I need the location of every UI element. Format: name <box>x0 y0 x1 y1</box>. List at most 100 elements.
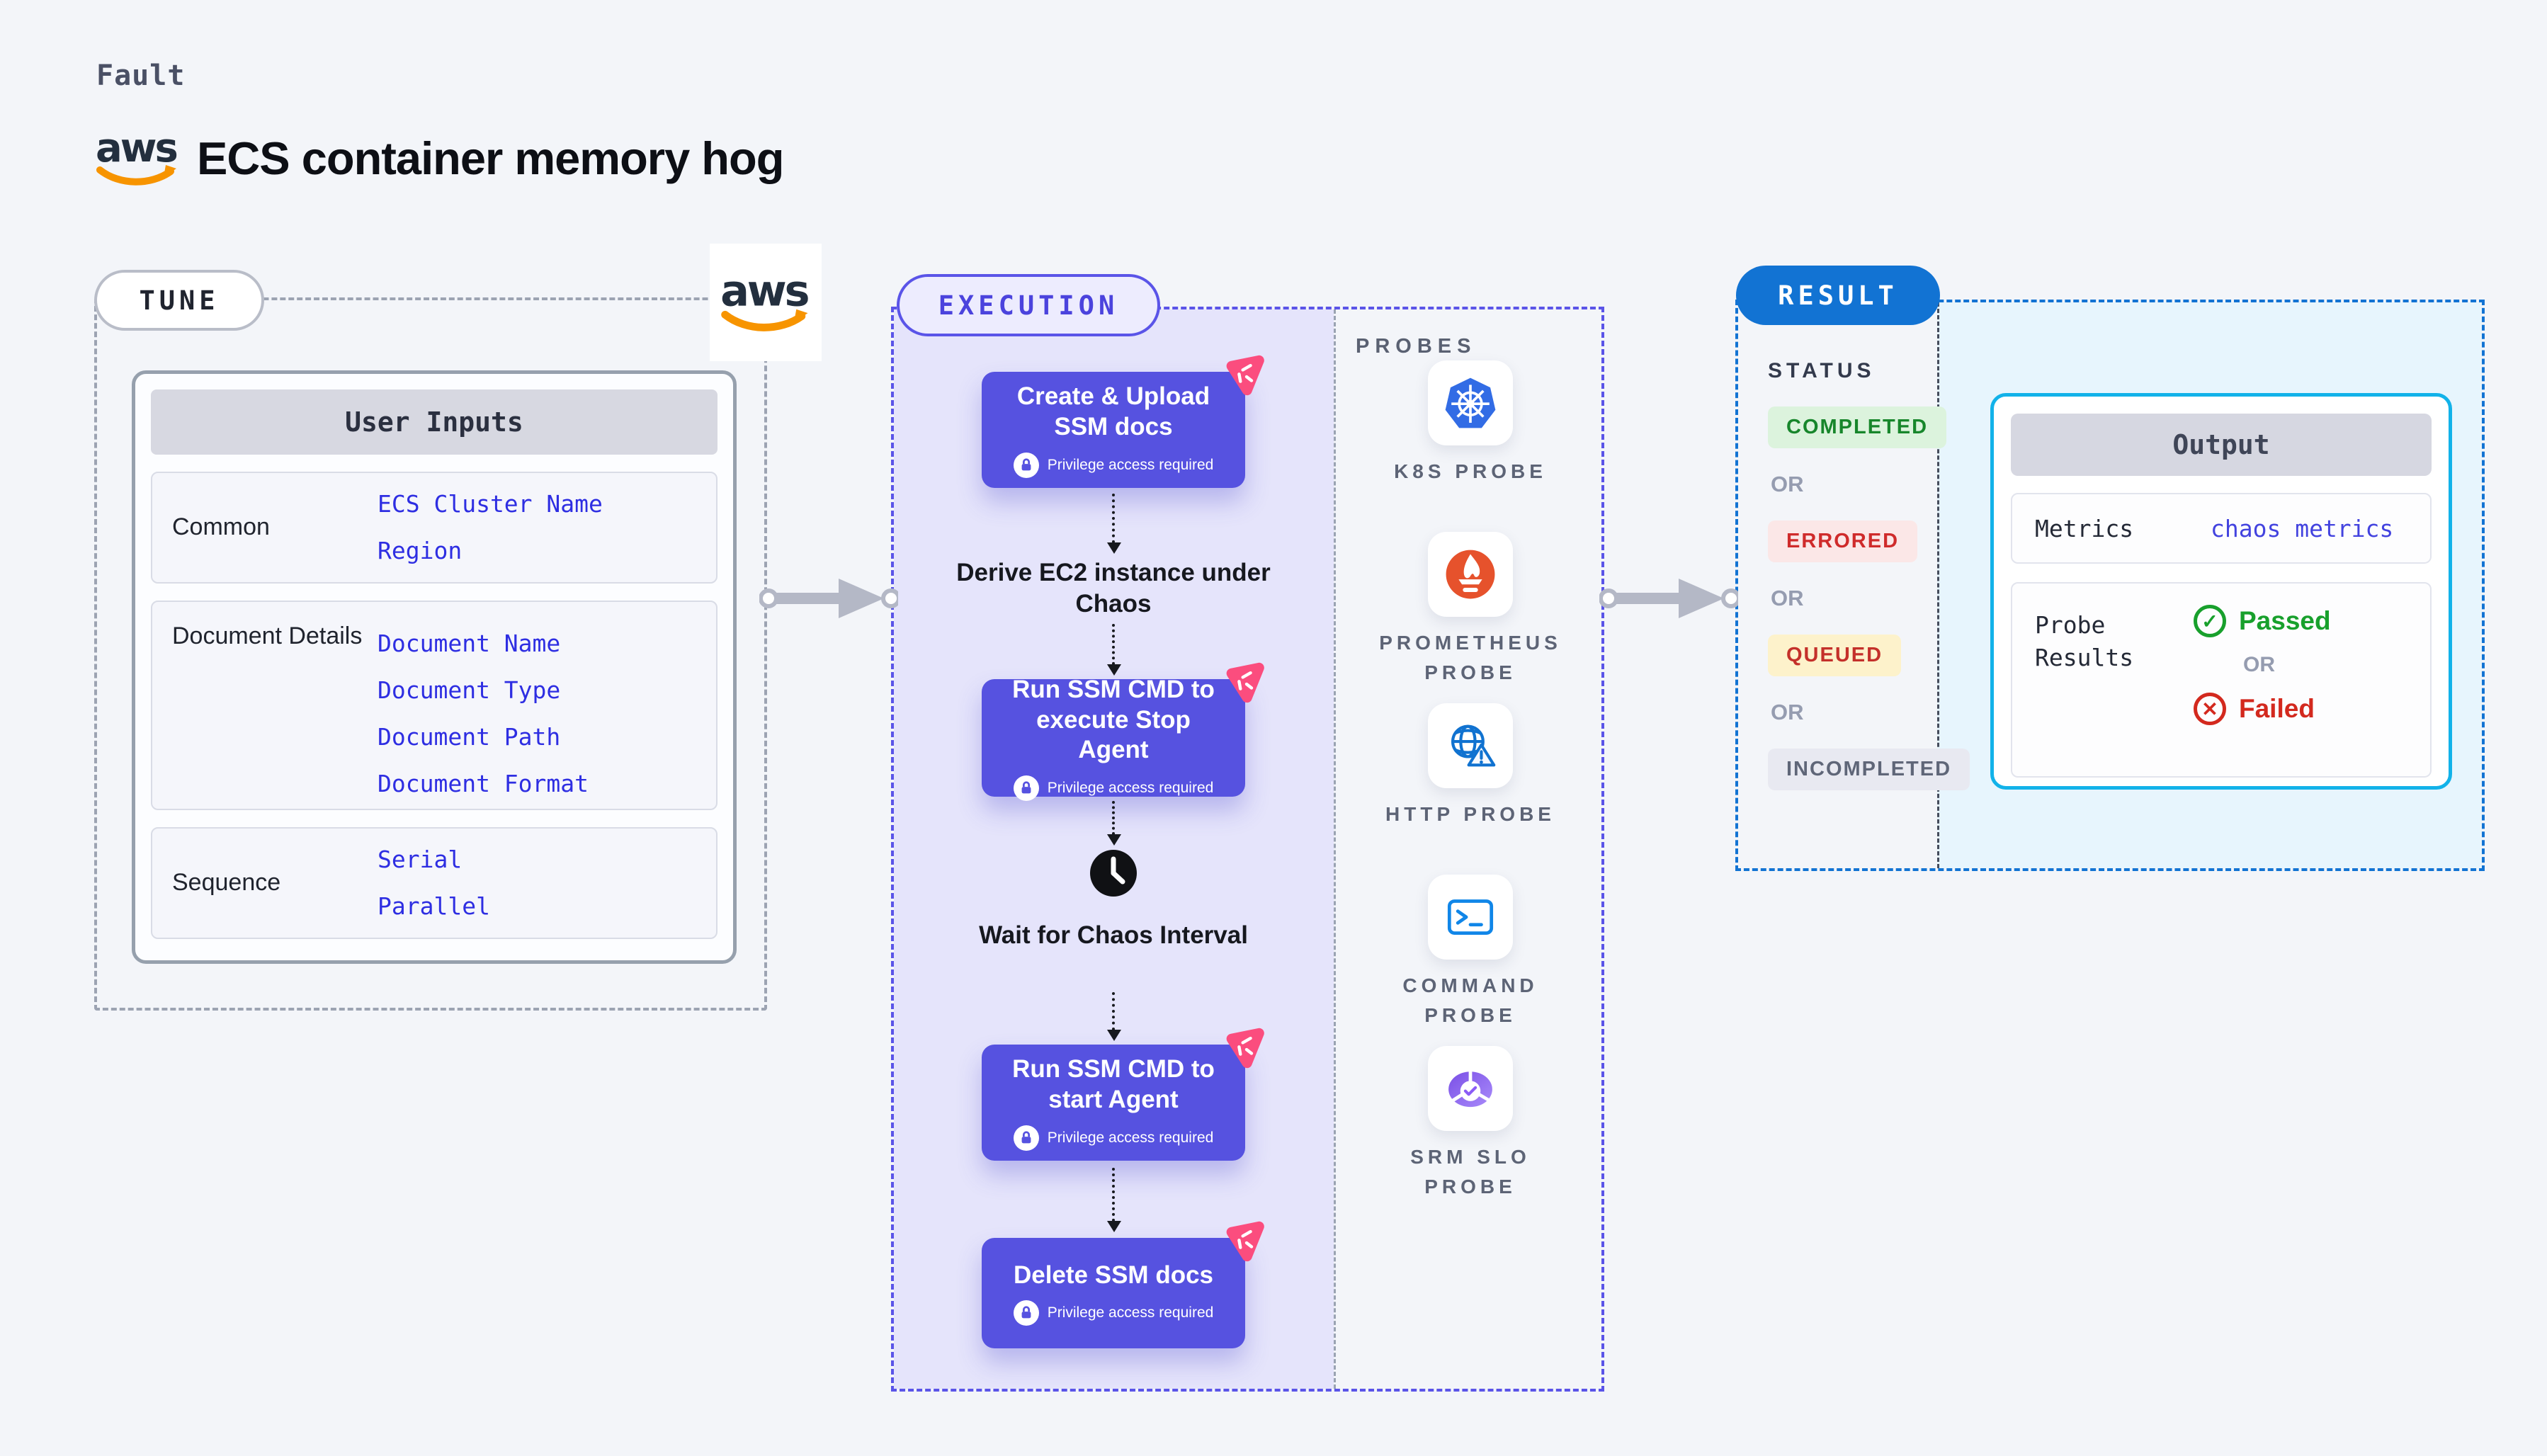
svg-text:aws: aws <box>96 125 177 171</box>
user-inputs-group-document-details: Document Details Document Name Document … <box>151 601 717 810</box>
metrics-label: Metrics <box>2035 514 2134 542</box>
command-terminal-icon <box>1447 899 1494 935</box>
flow-arrow-down <box>1107 1168 1121 1232</box>
probe-icon-card <box>1428 360 1513 445</box>
result-section: RESULT STATUS COMPLETED OR ERRORED OR QU… <box>1735 266 2485 871</box>
user-inputs-group-common: Common ECS Cluster Name Region <box>151 472 717 584</box>
status-badge-incompleted: INCOMPLETED <box>1768 749 1970 790</box>
probe-icon-card <box>1428 703 1513 788</box>
probes-lane-divider <box>1334 309 1336 1389</box>
probe-results-values: ✓ Passed OR ✕ Failed <box>2194 584 2331 776</box>
result-pill: RESULT <box>1736 266 1940 325</box>
privilege-badge-text: Privilege access required <box>1047 1129 1214 1146</box>
svg-text:aws: aws <box>720 266 808 316</box>
probe-prometheus: PROMETHEUS PROBE <box>1334 532 1607 688</box>
probe-http: HTTP PROBE <box>1334 703 1607 829</box>
aws-logo-patch: aws <box>710 244 822 361</box>
input-field: Parallel <box>378 892 490 920</box>
failed-label: Failed <box>2239 694 2315 723</box>
flow-arrow-down <box>1107 992 1121 1041</box>
input-field: Region <box>378 537 463 564</box>
passed-label: Passed <box>2239 606 2331 635</box>
chaos-pinwheel-icon <box>1226 662 1264 703</box>
probe-icon-card <box>1428 532 1513 617</box>
privilege-badge: Privilege access required <box>1013 1300 1214 1326</box>
execution-pill: EXECUTION <box>897 274 1160 336</box>
input-field: Document Name <box>378 630 561 657</box>
step-title: Run SSM CMD to execute Stop Agent <box>1012 675 1215 764</box>
passed-item: ✓ Passed <box>2194 605 2331 637</box>
chaos-pinwheel-icon <box>1226 355 1264 396</box>
x-circle-icon: ✕ <box>2194 693 2226 725</box>
probe-icon-card <box>1428 1046 1513 1131</box>
lock-icon <box>1013 1125 1039 1151</box>
aws-logo: aws <box>96 125 179 186</box>
probe-command: COMMAND PROBE <box>1334 875 1607 1030</box>
lock-icon <box>1013 775 1039 802</box>
probe-icon-card <box>1428 875 1513 960</box>
probe-label: HTTP PROBE <box>1385 803 1555 825</box>
page-title: ECS container memory hog <box>197 132 784 184</box>
probes-heading: PROBES <box>1356 335 1477 358</box>
fault-eyebrow: Fault <box>96 59 186 92</box>
output-header: Output <box>2011 414 2432 476</box>
step-run-ssm-cmd-start-agent: Run SSM CMD to start Agent Privilege acc… <box>982 1028 1264 1161</box>
probe-srm-slo: SRM SLO PROBE <box>1334 1046 1607 1202</box>
status-column: STATUS COMPLETED OR ERRORED OR QUEUED OR… <box>1768 359 1970 790</box>
step-title: Delete SSM docs <box>1013 1261 1214 1289</box>
status-badge-queued: QUEUED <box>1768 635 1902 676</box>
wait-chaos-interval-note: Wait for Chaos Interval <box>979 921 1248 949</box>
failed-item: ✕ Failed <box>2194 693 2331 725</box>
step-run-ssm-cmd-stop-agent: Run SSM CMD to execute Stop Agent Privil… <box>982 662 1264 802</box>
privilege-badge: Privilege access required <box>1013 452 1214 478</box>
step-title: Create & Upload SSM docs <box>1016 382 1210 440</box>
step-delete-ssm-docs: Delete SSM docs Privilege access require… <box>982 1221 1264 1348</box>
tune-to-execution-arrow <box>759 579 898 618</box>
clock-icon <box>1090 850 1137 897</box>
probe-results-label: Probe Results <box>2035 611 2134 672</box>
user-inputs-card: User Inputs Common ECS Cluster Name Regi… <box>132 370 737 964</box>
input-field: Document Format <box>378 770 589 797</box>
prometheus-icon <box>1446 550 1495 599</box>
privilege-badge-text: Privilege access required <box>1047 1304 1214 1321</box>
or-separator: OR <box>1771 472 1804 496</box>
lock-icon <box>1013 452 1039 478</box>
input-field: Document Path <box>378 723 561 751</box>
or-separator: OR <box>2243 653 2275 676</box>
srm-slo-gauge-icon <box>1448 1071 1492 1108</box>
privilege-badge-text: Privilege access required <box>1047 456 1214 473</box>
probe-label: COMMAND PROBE <box>1402 974 1538 1026</box>
or-separator: OR <box>1771 586 1804 610</box>
privilege-badge: Privilege access required <box>1013 1125 1214 1151</box>
status-output-divider <box>1937 302 1939 868</box>
probe-results-row: Probe Results ✓ Passed OR ✕ Failed <box>2011 582 2432 778</box>
tune-section-border <box>94 297 767 1011</box>
metrics-row: Metrics chaos metrics <box>2011 493 2432 564</box>
flow-arrow-down <box>1107 624 1121 676</box>
probe-label: SRM SLO PROBE <box>1410 1146 1531 1198</box>
output-card: Output Metrics chaos metrics Probe Resul… <box>1990 393 2452 790</box>
user-inputs-header: User Inputs <box>151 389 717 455</box>
http-globe-warning-icon <box>1451 724 1496 767</box>
input-field: Serial <box>378 846 463 873</box>
status-badge-errored: ERRORED <box>1768 521 1918 562</box>
privilege-badge: Privilege access required <box>1013 775 1213 802</box>
probe-label: PROMETHEUS PROBE <box>1379 632 1562 683</box>
input-field: Document Type <box>378 676 561 704</box>
group-values: Serial Parallel <box>378 836 490 930</box>
flow-arrow-down <box>1107 801 1121 846</box>
tune-pill: TUNE <box>94 270 264 331</box>
probe-label: K8S PROBE <box>1394 460 1547 482</box>
derive-ec2-note: Derive EC2 instance under Chaos <box>956 559 1271 618</box>
group-label: Document Details <box>172 622 363 649</box>
execution-section: EXECUTION PROBES Create & Upload SSM doc… <box>891 274 1607 1392</box>
input-field: ECS Cluster Name <box>378 490 603 518</box>
check-circle-icon: ✓ <box>2194 605 2226 637</box>
lock-icon <box>1013 1300 1039 1326</box>
step-create-upload-ssm-docs: Create & Upload SSM docs Privilege acces… <box>982 355 1264 488</box>
metrics-value: chaos metrics <box>2211 514 2394 542</box>
step-title: Run SSM CMD to start Agent <box>1012 1055 1215 1113</box>
chaos-pinwheel-icon <box>1226 1028 1264 1069</box>
chaos-pinwheel-icon <box>1226 1221 1264 1262</box>
